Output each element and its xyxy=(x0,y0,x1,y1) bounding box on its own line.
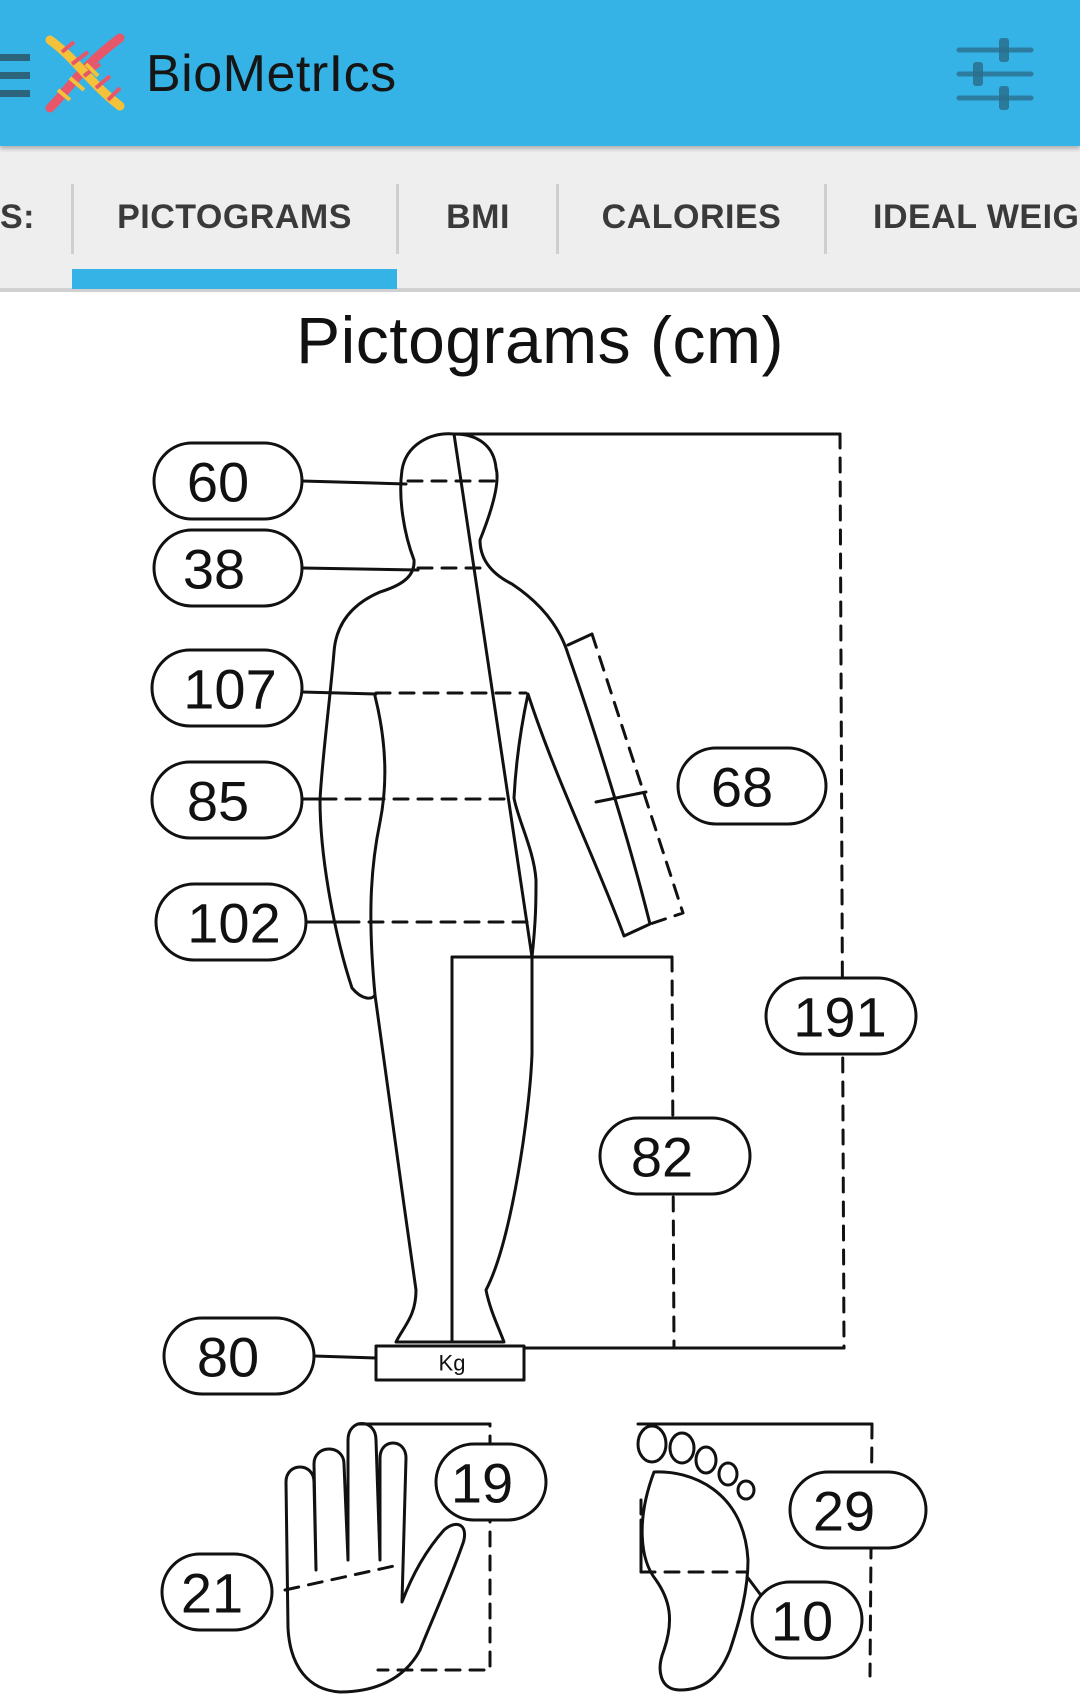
hand-length-value: 19 xyxy=(451,1452,513,1515)
scale-box xyxy=(374,1344,526,1382)
selected-tab-indicator xyxy=(72,269,397,289)
tab-divider xyxy=(824,184,827,254)
tab-measurements[interactable]: S: xyxy=(0,197,35,236)
hand-width-value: 21 xyxy=(181,1562,243,1625)
tab-bar: S: PICTOGRAMS BMI CALORIES IDEAL WEIGH xyxy=(0,146,1080,292)
arm-value: 68 xyxy=(711,756,773,819)
dna-logo-icon xyxy=(45,33,125,113)
app-bar: BioMetrIcs xyxy=(0,0,1080,146)
tab-divider xyxy=(396,184,399,254)
tab-divider xyxy=(71,184,74,254)
hips-value: 102 xyxy=(187,892,280,955)
app-title: BioMetrIcs xyxy=(146,45,397,103)
foot-length-value: 29 xyxy=(813,1480,875,1543)
menu-icon[interactable] xyxy=(0,52,30,100)
height-value: 191 xyxy=(793,986,886,1049)
tab-bmi[interactable]: BMI xyxy=(446,197,510,236)
tab-calories[interactable]: CALORIES xyxy=(601,197,782,236)
inseam-value: 82 xyxy=(631,1126,693,1189)
tab-ideal-weight[interactable]: IDEAL WEIGH xyxy=(873,197,1080,236)
weight-value: 80 xyxy=(197,1326,259,1389)
waist-value: 85 xyxy=(187,770,249,833)
settings-sliders-icon[interactable] xyxy=(955,34,1035,114)
tab-pictograms[interactable]: PICTOGRAMS xyxy=(117,197,352,236)
chest-value: 107 xyxy=(183,658,276,721)
tab-divider xyxy=(556,184,559,254)
neck-value: 38 xyxy=(183,538,245,601)
hand-outline xyxy=(284,1422,467,1694)
body-outline xyxy=(318,432,652,1344)
page-title: Pictograms (cm) xyxy=(296,303,784,377)
foot-width-value: 10 xyxy=(771,1590,833,1653)
head-value: 60 xyxy=(187,451,249,514)
weight-unit: Kg xyxy=(439,1351,466,1376)
foot-outline xyxy=(640,1470,750,1692)
